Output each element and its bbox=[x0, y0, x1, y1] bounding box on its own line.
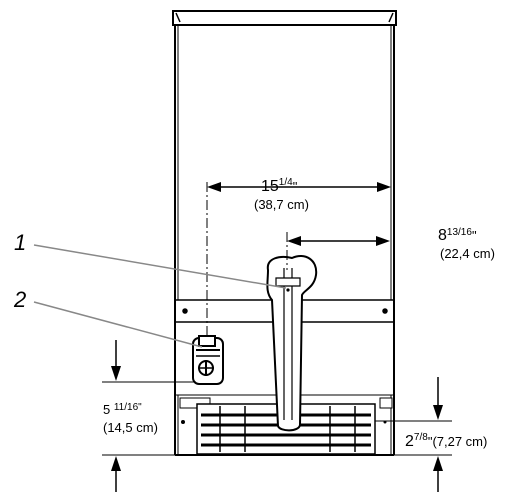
cabinet bbox=[172, 10, 397, 456]
cabinet-top-lid bbox=[172, 10, 397, 26]
dim-right-inch-mark: " bbox=[428, 434, 433, 449]
callout-1-leader bbox=[33, 244, 287, 289]
dim-left-inch-mark: " bbox=[138, 402, 142, 413]
dim-top-whole: 15 bbox=[261, 178, 279, 195]
dim-left-fraction: 11/16 bbox=[114, 402, 139, 413]
dimension-width-side: 813/16" (22,4 cm) bbox=[287, 227, 495, 261]
water-supply-fitting bbox=[192, 335, 224, 385]
dim-top-fraction: 1/4 bbox=[279, 177, 293, 188]
dim-left-metric: (14,5 cm) bbox=[103, 420, 158, 435]
dim-left-whole: 5 bbox=[103, 402, 114, 417]
svg-text:813/16": 813/16" bbox=[438, 227, 477, 244]
drain-hose bbox=[266, 255, 318, 432]
callout-1: 1 bbox=[14, 230, 26, 255]
dimension-width-top: 151/4" (38,7 cm) bbox=[207, 177, 391, 212]
svg-text:27/8"(7,27 cm): 27/8"(7,27 cm) bbox=[405, 432, 487, 450]
svg-text:5 11/16": 5 11/16" bbox=[103, 402, 142, 417]
dim-side-whole: 8 bbox=[438, 227, 447, 244]
dim-side-fraction: 13/16 bbox=[447, 227, 472, 238]
callout-leaders bbox=[33, 244, 287, 348]
dim-top-inch-mark: " bbox=[293, 179, 298, 194]
dimension-height-left: 5 11/16" (14,5 cm) bbox=[102, 340, 196, 492]
dim-right-fraction: 7/8 bbox=[414, 432, 428, 443]
dimension-height-right: 27/8"(7,27 cm) bbox=[375, 377, 487, 492]
centerlines bbox=[206, 182, 288, 336]
dim-right-whole: 2 bbox=[405, 433, 414, 450]
callout-2: 2 bbox=[13, 287, 26, 312]
callout-2-leader bbox=[33, 301, 203, 348]
dim-top-metric: (38,7 cm) bbox=[254, 197, 309, 212]
dim-side-metric: (22,4 cm) bbox=[440, 246, 495, 261]
svg-text:151/4": 151/4" bbox=[261, 177, 298, 195]
dim-side-inch-mark: " bbox=[472, 228, 477, 243]
dim-right-metric: (7,27 cm) bbox=[432, 434, 487, 449]
